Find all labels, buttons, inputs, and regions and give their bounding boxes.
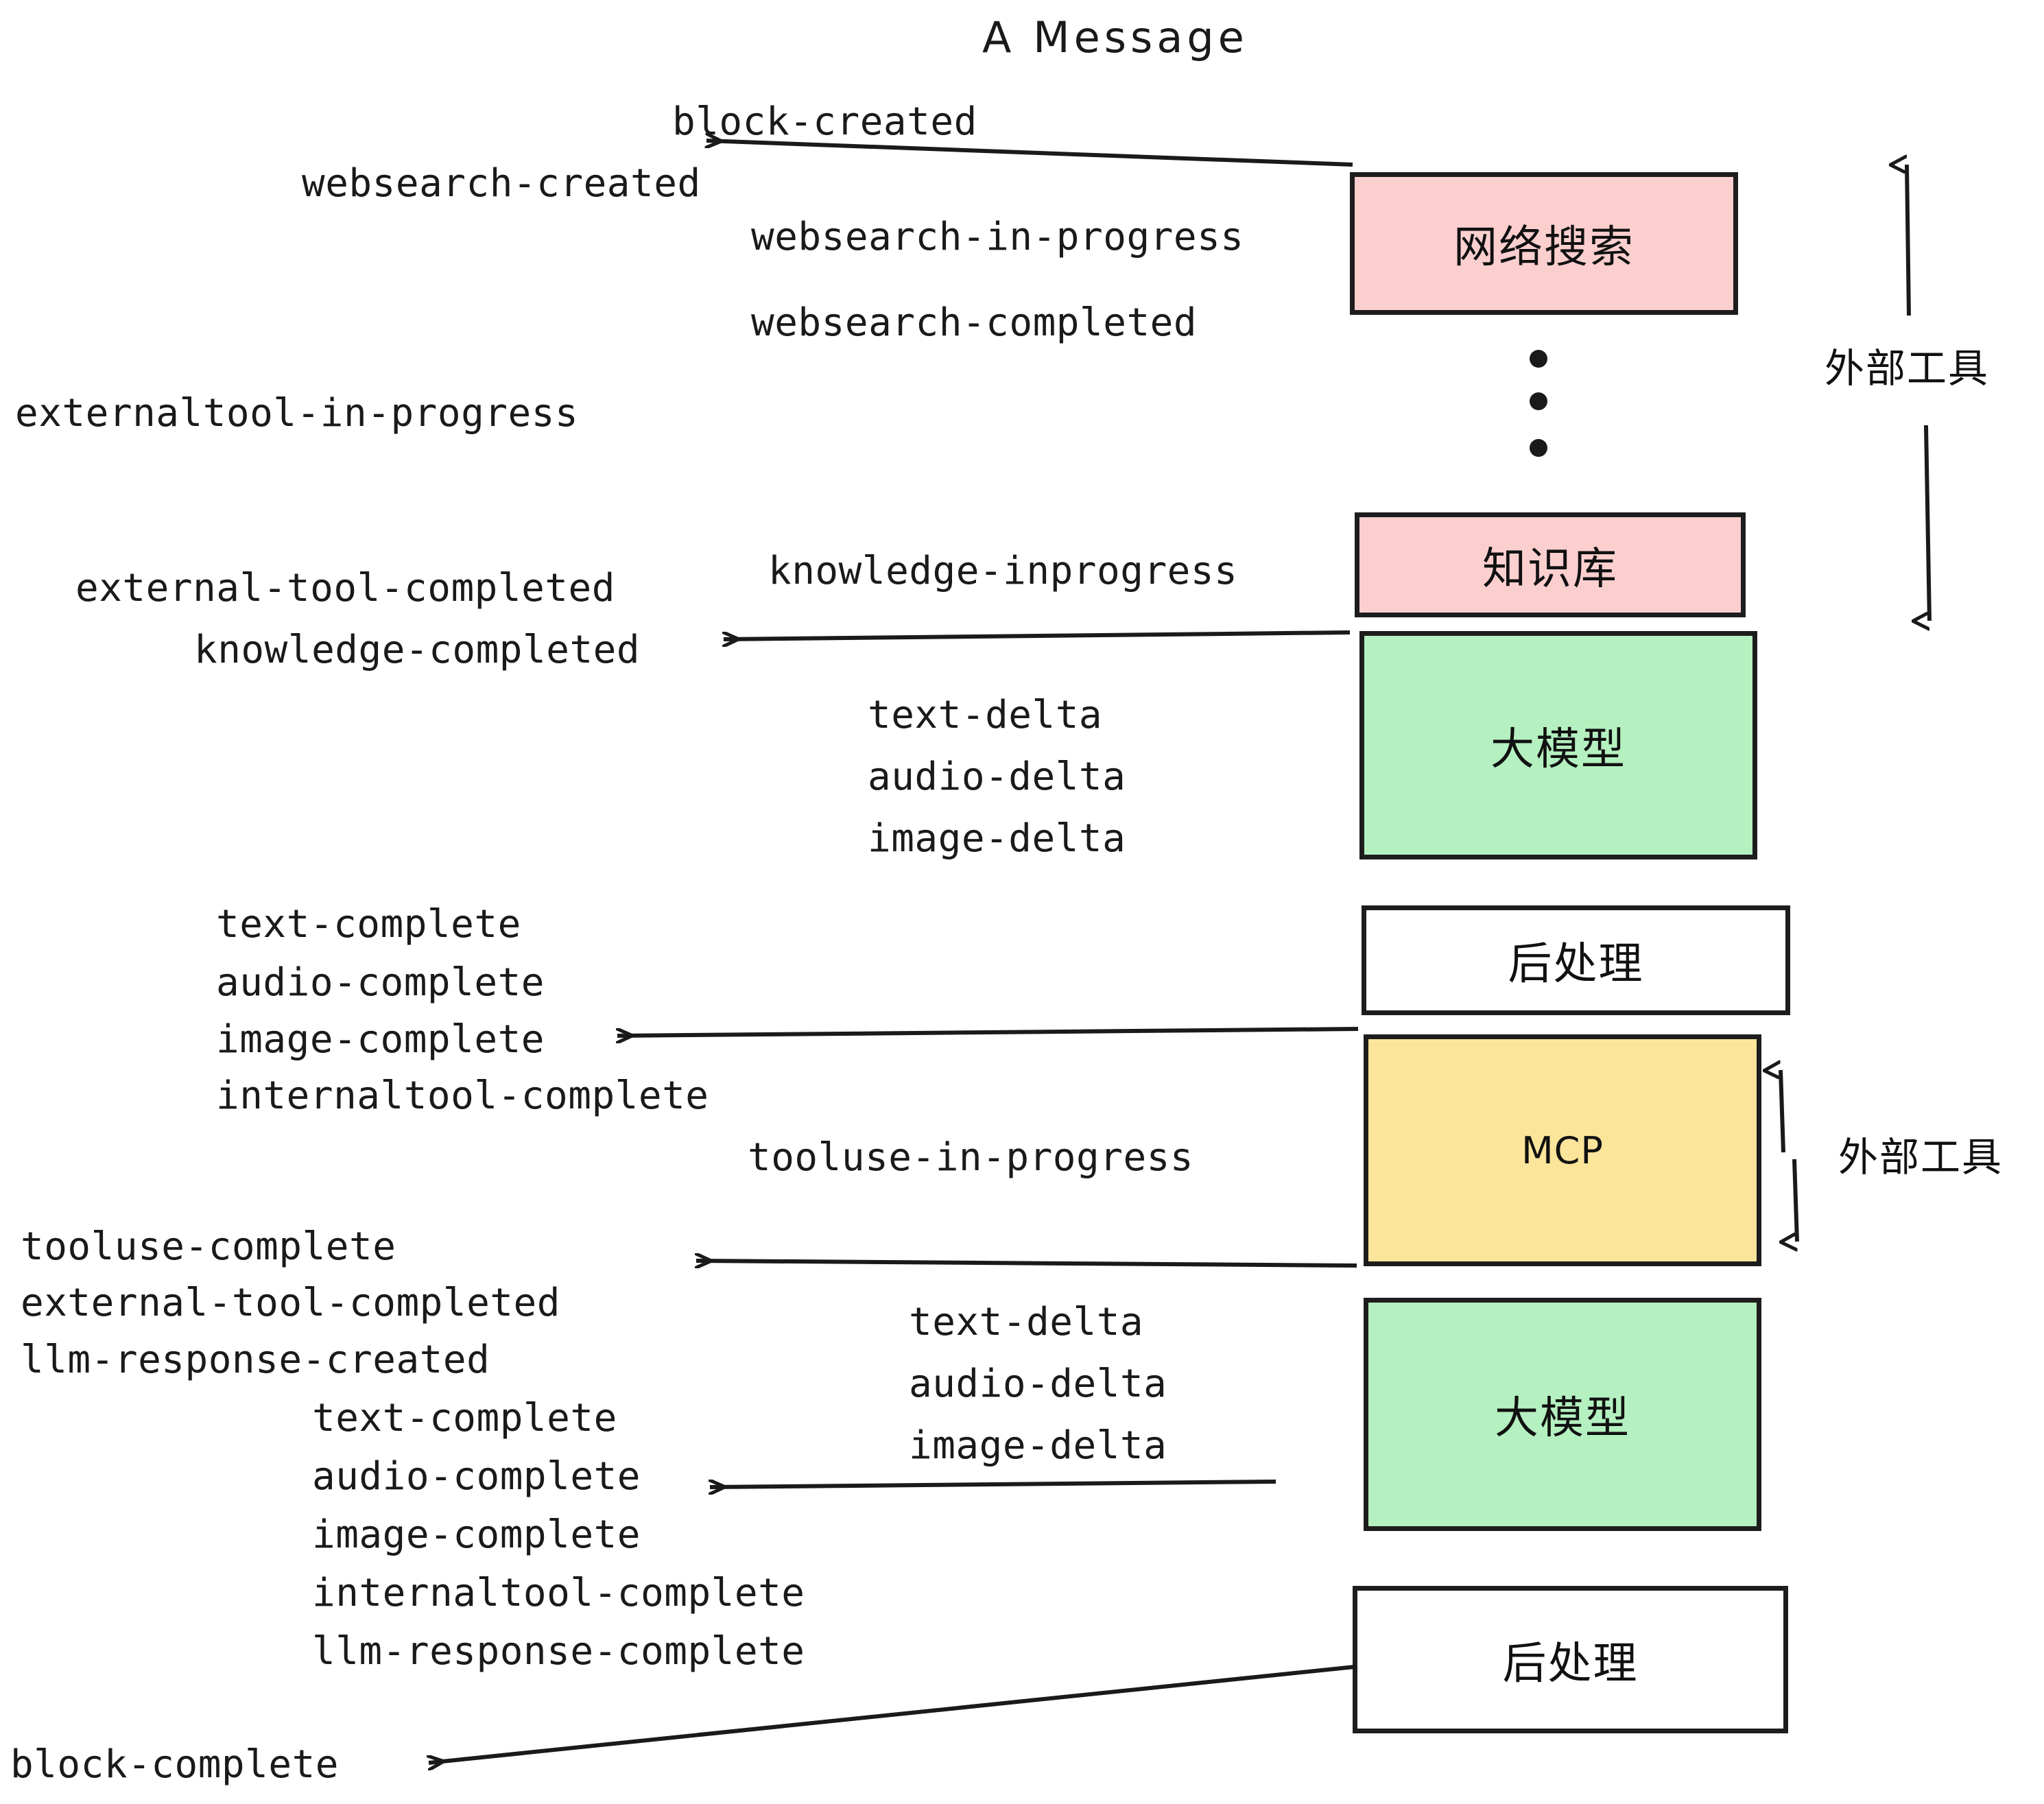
event-label-tooluse-in-progress: tooluse-in-progress [748,1135,1194,1180]
event-label-knowledge-completed: knowledge-completed [194,628,641,672]
event-label-image-complete-1: image-complete [216,1017,545,1062]
arrow-websearch-to-block-created [706,141,1353,167]
annotation-external-tool-bottom: 外部工具 [1838,1134,2004,1180]
event-label-internaltool-complete-1: internaltool-complete [216,1073,709,1118]
event-label-tooluse-complete: tooluse-complete [21,1224,396,1269]
box-llm-2: 大模型 [1364,1298,1761,1531]
event-label-image-delta-1: image-delta [868,816,1126,861]
arrow-llm-to-audio-complete [710,1482,1276,1487]
ellipsis-dot-3 [1530,439,1547,457]
box-label: 大模型 [1490,724,1626,775]
box-knowledge: 知识库 [1355,512,1746,617]
event-label-text-delta-1: text-delta [868,693,1103,737]
event-label-websearch-created: websearch-created [302,161,701,206]
arrow-postprocess-to-image-complete [617,1027,1359,1036]
event-label-text-delta-2: text-delta [909,1300,1144,1344]
arrow-postprocess-to-block-complete [429,1665,1355,1763]
arrow-external-tool-up-top [1907,165,1911,316]
event-label-block-complete: block-complete [10,1742,340,1787]
arrow-external-tool-up-bottom [1781,1070,1785,1153]
event-label-image-delta-2: image-delta [909,1423,1167,1468]
event-label-audio-delta-1: audio-delta [868,755,1126,799]
arrow-external-tool-down-bottom [1794,1159,1799,1242]
event-label-externaltool-in-progress: externaltool-in-progress [15,391,579,436]
event-label-image-complete-2: image-complete [312,1512,641,1557]
event-label-text-complete-1: text-complete [216,902,521,947]
box-label: 网络搜索 [1453,222,1635,273]
event-label-internaltool-complete-2: internaltool-complete [312,1571,805,1615]
event-label-text-complete-2: text-complete [312,1396,617,1440]
box-mcp: MCP [1364,1034,1761,1266]
box-label: 大模型 [1495,1393,1630,1444]
event-label-websearch-completed: websearch-completed [751,300,1198,345]
event-label-audio-delta-2: audio-delta [909,1362,1167,1406]
event-label-knowledge-inprogress: knowledge-inprogress [768,549,1238,593]
event-label-llm-response-created: llm-response-created [21,1338,490,1382]
arrow-knowledge-completed [724,630,1351,639]
arrow-external-tool-down-top [1926,425,1932,621]
event-label-external-tool-completed-2: external-tool-completed [21,1281,560,1325]
box-label: 知识库 [1482,543,1618,595]
ellipsis-dot-2 [1530,392,1547,410]
arrow-mcp-to-tooluse-complete [696,1261,1357,1266]
diagram-title: A Message [982,12,1248,62]
event-label-audio-complete-2: audio-complete [312,1454,641,1499]
box-websearch: 网络搜索 [1350,172,1738,315]
box-postprocess-1: 后处理 [1362,905,1790,1015]
ellipsis-dot-1 [1530,350,1547,368]
box-llm-1: 大模型 [1359,631,1757,859]
box-label: MCP [1521,1128,1604,1172]
event-label-websearch-in-progress: websearch-in-progress [751,215,1244,259]
event-label-llm-response-complete: llm-response-complete [312,1629,805,1674]
event-label-audio-complete-1: audio-complete [216,960,545,1005]
box-label: 后处理 [1508,939,1644,990]
event-label-block-created: block-created [672,99,977,144]
box-label: 后处理 [1502,1638,1639,1689]
event-label-external-tool-completed-1: external-tool-completed [75,566,615,610]
annotation-external-tool-top: 外部工具 [1825,345,1990,392]
box-postprocess-2: 后处理 [1353,1586,1788,1733]
